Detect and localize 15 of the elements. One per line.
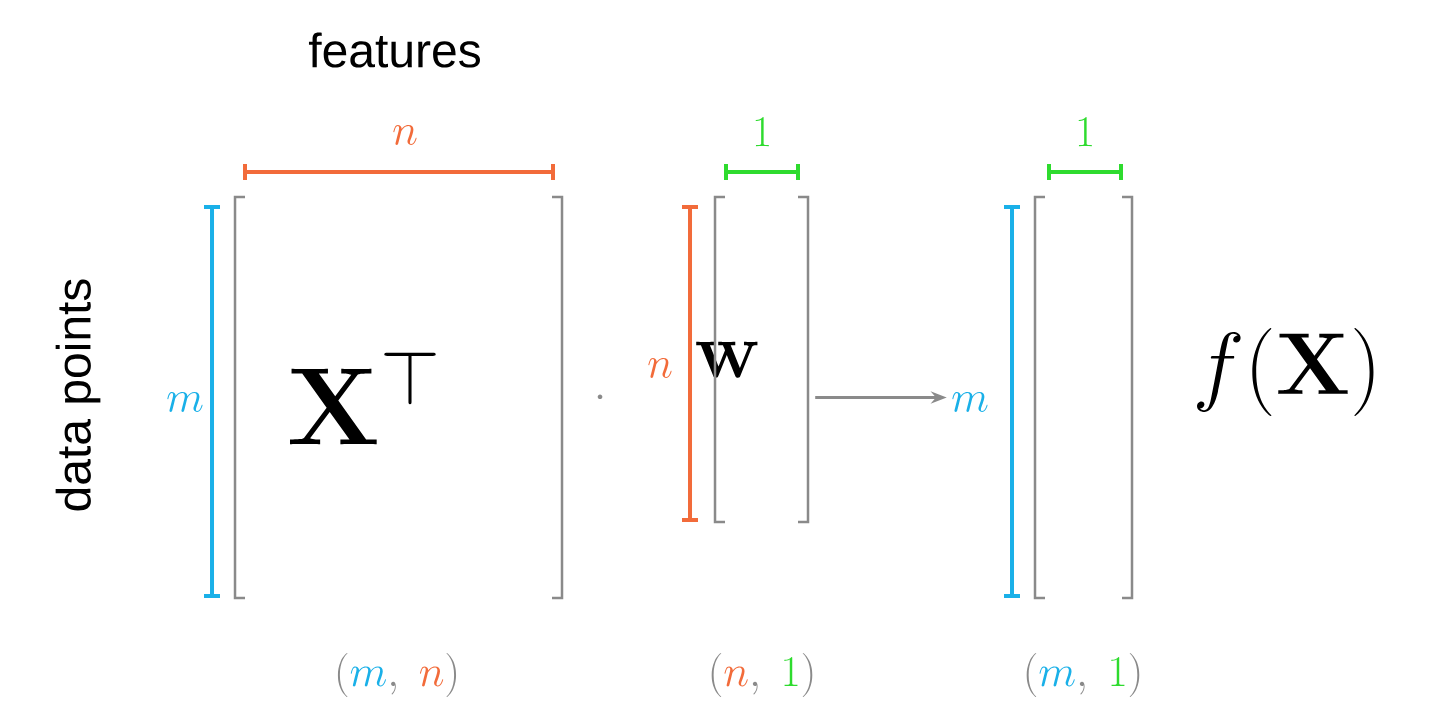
shape-label: $(\textcolor{mblue}{m},\ \textcolor{mgreen}{1})$: [1026, 653, 1140, 697]
dimension-label: $n$: [393, 125, 417, 145]
dimension-label: $1$: [755, 117, 769, 147]
dimension-label: $1$: [1078, 117, 1092, 147]
operator-symbol: $\cdot$: [597, 394, 603, 400]
vector-brackets: $\mathbf{w}$: [696, 195, 810, 524]
dimension-label: $m$: [167, 392, 203, 412]
function-label: $f(\mathbf{X})$: [1197, 328, 1374, 416]
shape-label: $(\textcolor{morange}{n},\ \textcolor{mgreen}{1})$: [711, 653, 813, 697]
matrix-brackets: $\mathbf{X}^{\top}$: [233, 195, 564, 600]
shape-label: $(\textcolor{mblue}{m},\ \textcolor{morange}{n})$: [337, 653, 457, 697]
axis-label: data points: [55, 279, 101, 511]
dimension-label: $m$: [952, 392, 988, 412]
dimension-label: $n$: [648, 358, 672, 378]
heading-label: features: [308, 32, 480, 68]
